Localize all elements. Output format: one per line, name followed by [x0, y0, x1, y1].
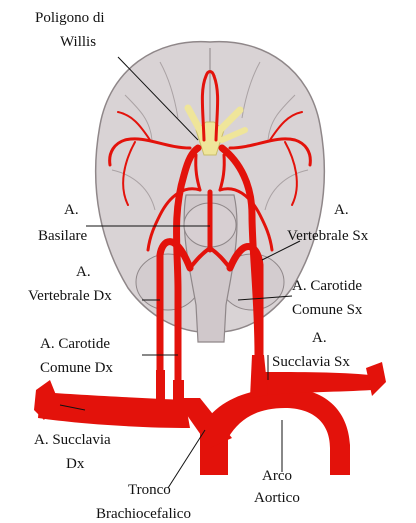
label-vertebrale-sx-1: A.: [334, 202, 349, 218]
label-tronco-2: Brachiocefalico: [96, 506, 191, 522]
label-carotide-dx-2: Comune Dx: [40, 360, 113, 376]
label-carotide-sx-1: A. Carotide: [292, 278, 362, 294]
label-succlavia-sx-2: Succlavia Sx: [272, 354, 350, 370]
label-tronco-1: Tronco: [128, 482, 171, 498]
label-poligono-1: Poligono di: [35, 10, 105, 26]
label-arco-2: Aortico: [254, 490, 300, 506]
label-carotide-dx-1: A. Carotide: [40, 336, 110, 352]
label-vertebrale-dx-1: A.: [76, 264, 91, 280]
label-succlavia-sx-1: A.: [312, 330, 327, 346]
label-arco-1: Arco: [262, 468, 292, 484]
label-succlavia-dx-1: A. Succlavia: [34, 432, 111, 448]
label-carotide-sx-2: Comune Sx: [292, 302, 363, 318]
label-poligono-2: Willis: [60, 34, 96, 50]
right-common-carotid-base: [173, 380, 184, 410]
label-vertebrale-sx-2: Vertebrale Sx: [287, 228, 369, 244]
label-vertebrale-dx-2: Vertebrale Dx: [28, 288, 112, 304]
right-subclavian: [38, 392, 190, 428]
left-vertebral-base: [156, 370, 165, 400]
label-succlavia-dx-2: Dx: [66, 456, 85, 472]
label-basilare-2: Basilare: [38, 228, 87, 244]
left-common-carotid-base: [250, 355, 268, 398]
label-basilare-1: A.: [64, 202, 79, 218]
left-subclavian-tip: [366, 362, 386, 396]
leader-tronco: [168, 430, 205, 488]
left-subclavian: [262, 372, 372, 395]
